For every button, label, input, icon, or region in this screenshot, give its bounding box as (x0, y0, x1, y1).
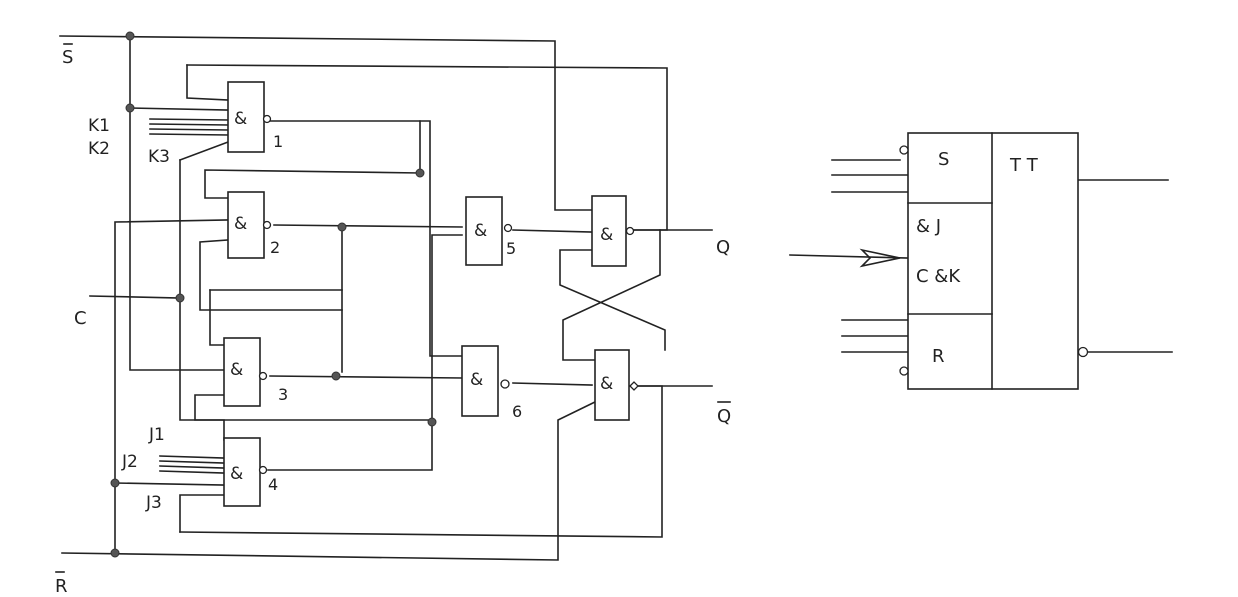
gate-6-number: 6 (512, 402, 522, 421)
gate-6-symbol: & (470, 370, 483, 390)
wiring (59, 35, 1173, 561)
gate-1-symbol: & (234, 109, 247, 129)
r-input-inversion (899, 366, 909, 376)
latch-gate-bottom-symbol: & (600, 374, 613, 394)
gate-4: & 4 (223, 437, 278, 507)
gate-5-number: 5 (506, 239, 516, 258)
j2-label: J2 (121, 452, 138, 472)
s-bar-label: S (62, 47, 73, 68)
k2-label: K2 (88, 139, 110, 159)
gate-1-number: 1 (273, 132, 283, 151)
gate-3-symbol: & (230, 360, 243, 380)
gate-5: & 5 (465, 196, 516, 266)
q-bar-output-label: Q (717, 406, 731, 427)
gate-6: & 6 (461, 345, 522, 421)
k1-label: K1 (88, 116, 110, 136)
gate-4-symbol: & (230, 464, 243, 484)
latch-gate-top-symbol: & (600, 225, 613, 245)
gate-4-number: 4 (268, 475, 278, 494)
r-bar-label: R (55, 576, 68, 597)
q-output-label: Q (716, 237, 730, 258)
gate-2-number: 2 (270, 238, 280, 257)
k3-label: K3 (148, 147, 170, 167)
junction-dots (110, 31, 437, 558)
inverted-output-bubble (1077, 346, 1089, 358)
gate-3: & 3 (223, 337, 288, 407)
symbol-s-label: S (938, 149, 949, 170)
gate-2-symbol: & (234, 214, 247, 234)
gate-5-symbol: & (474, 221, 487, 241)
c-label: C (74, 308, 87, 329)
flip-flop-symbol: S T T & J C &K R (899, 132, 1089, 390)
latch-gate-top: & (591, 195, 635, 267)
symbol-j-label: & J (916, 216, 941, 237)
symbol-k-label: C &K (916, 266, 961, 287)
symbol-type-label: T T (1009, 155, 1039, 176)
symbol-r-label: R (932, 346, 945, 367)
j3-label: J3 (145, 493, 162, 513)
j1-label: J1 (148, 425, 165, 445)
s-input-inversion (899, 145, 909, 155)
gate-3-number: 3 (278, 385, 288, 404)
output-labels: Q Q (716, 237, 731, 427)
gate-2: & 2 (227, 191, 280, 259)
latch-gate-bottom: & (594, 349, 639, 421)
input-labels: S K1 K2 K3 C J1 J2 J3 R (55, 43, 170, 597)
gate-1: & 1 (227, 81, 283, 153)
